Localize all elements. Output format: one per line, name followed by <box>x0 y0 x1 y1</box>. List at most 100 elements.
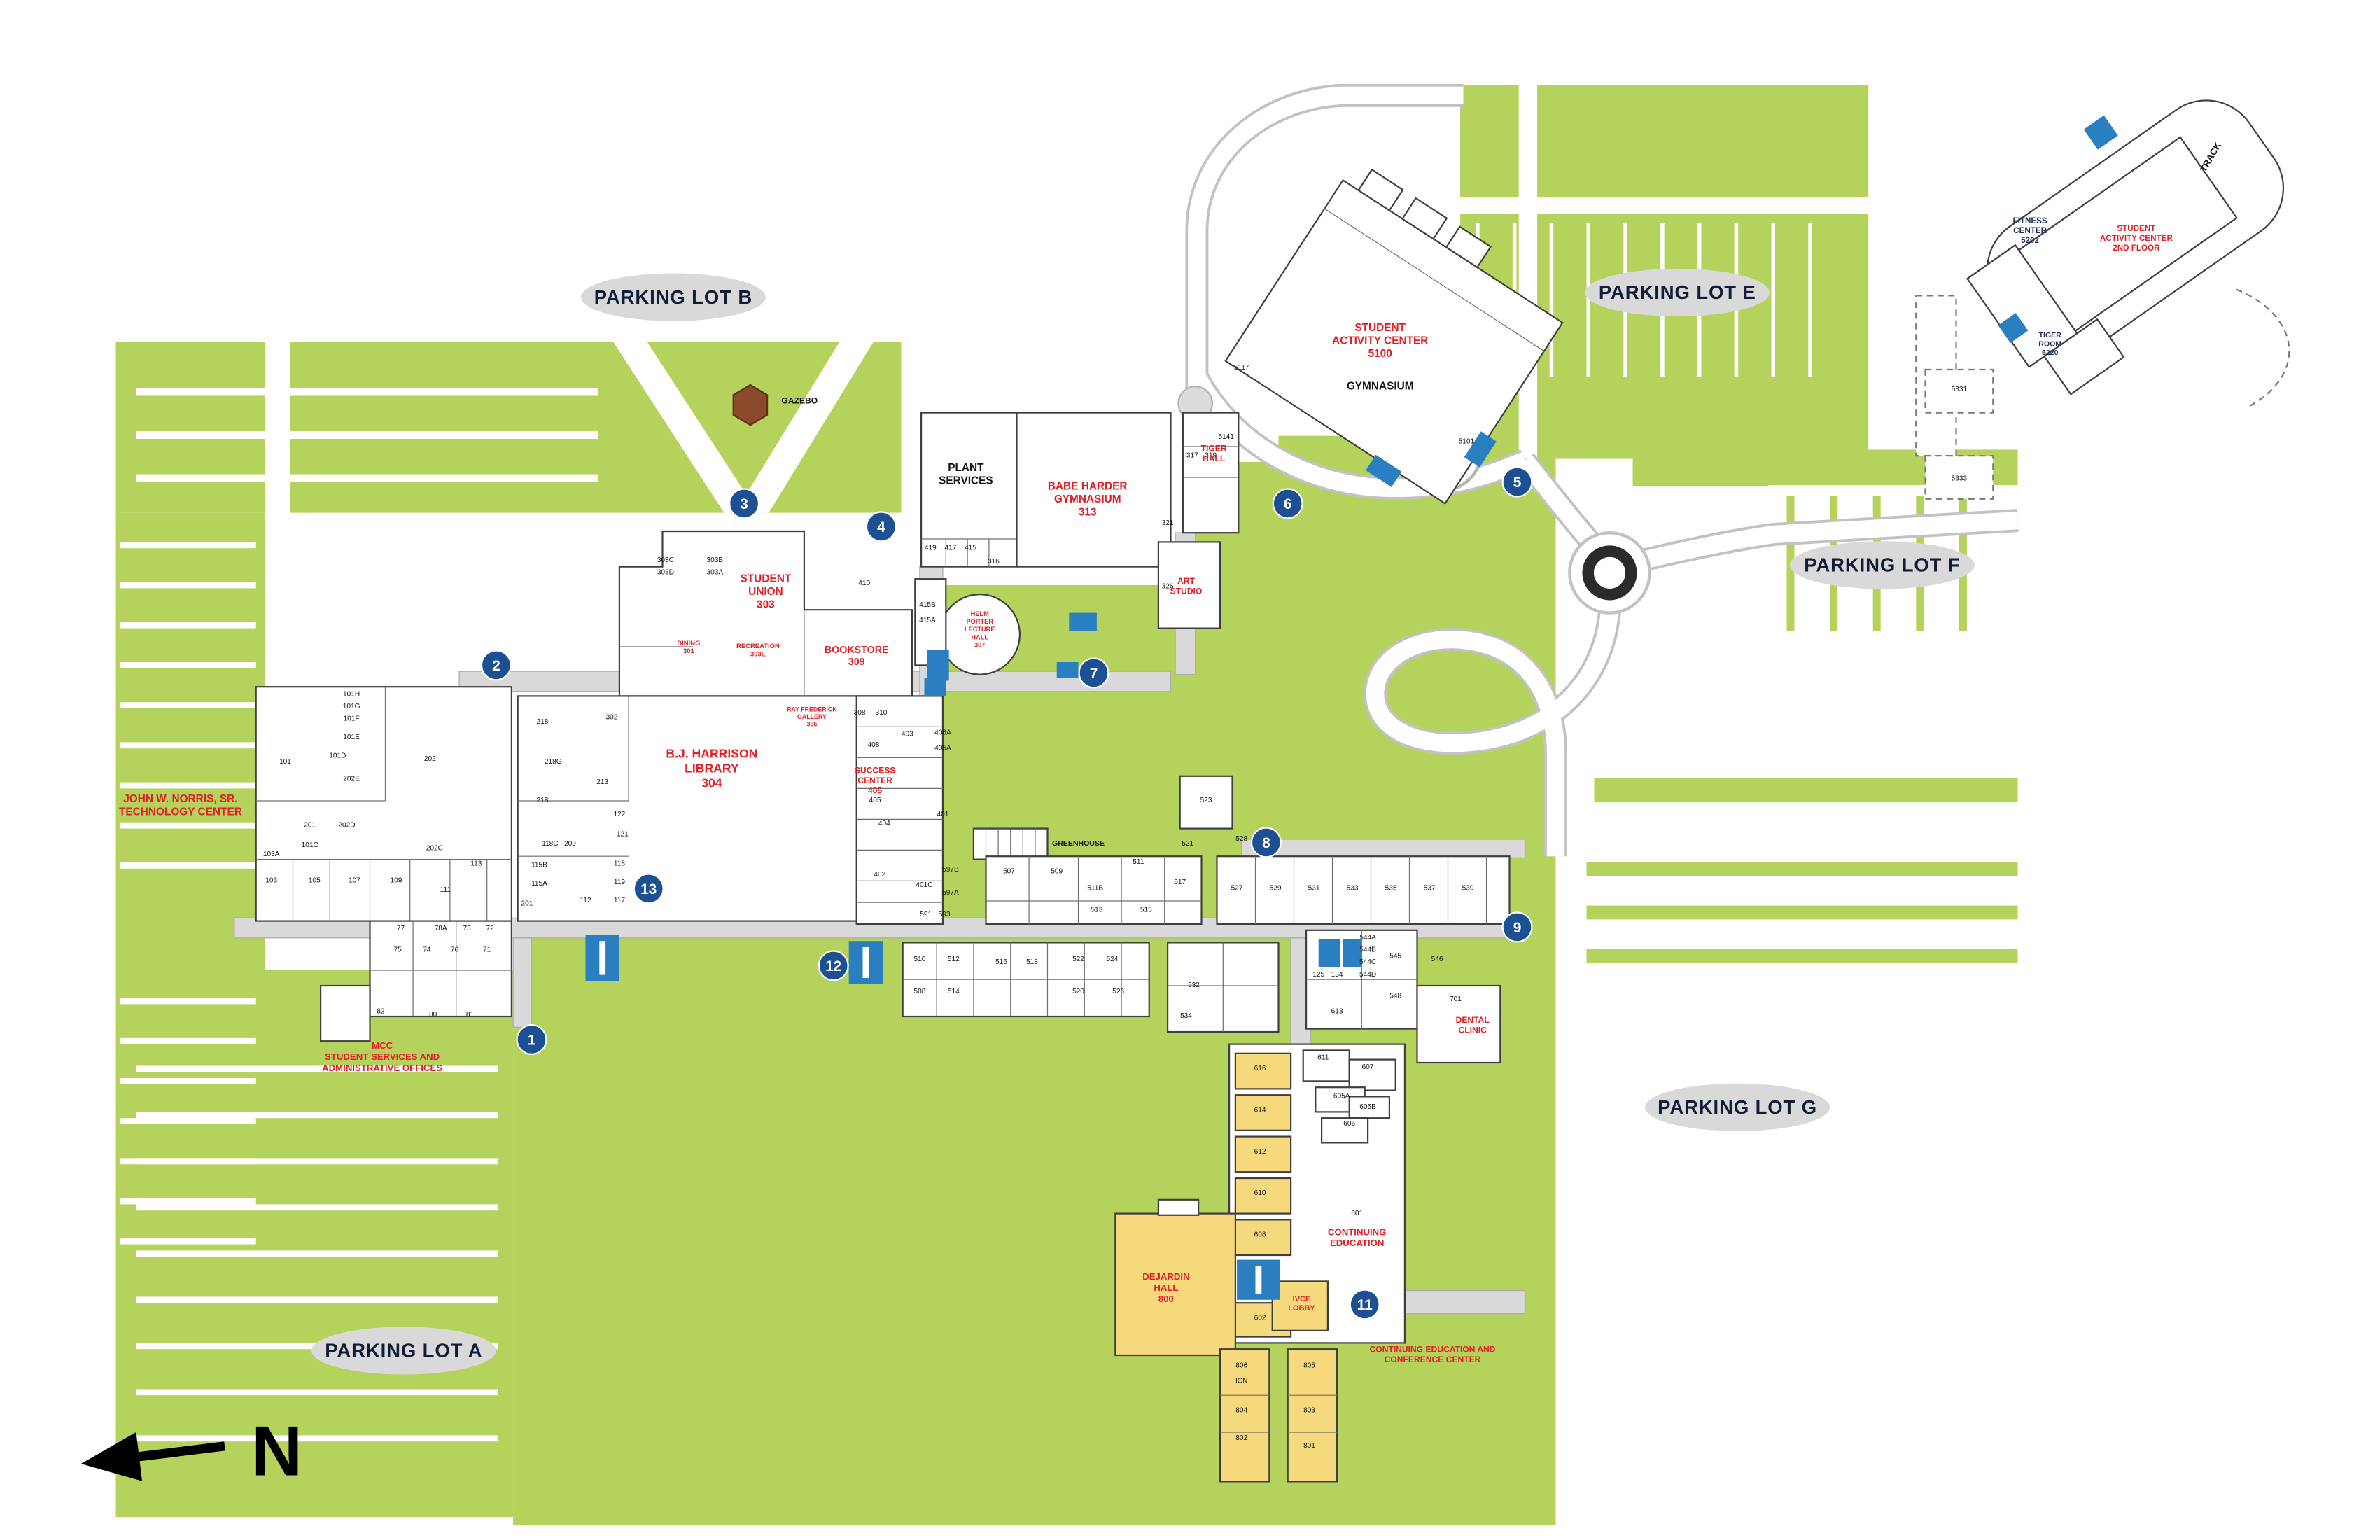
building-label: GREENHOUSE <box>1052 839 1105 848</box>
room-number: 597A <box>942 889 959 897</box>
room-number: 512 <box>948 955 960 963</box>
room-number: 401C <box>916 881 932 889</box>
dental-clinic-building <box>1416 984 1502 1064</box>
room-number: 533 <box>1347 885 1359 892</box>
room-number: 75 <box>393 946 402 954</box>
room-number: 107 <box>349 877 360 885</box>
tiger-hall-building <box>1182 412 1240 534</box>
room-number: 602 <box>1254 1314 1266 1322</box>
buildings <box>255 168 1564 1483</box>
room-number: 527 <box>1231 885 1243 892</box>
room-number: 608 <box>1254 1231 1266 1239</box>
room-number: 801 <box>1303 1442 1315 1450</box>
parking-lot-badge: PARKING LOT B <box>580 273 766 321</box>
map-marker-4: 4 <box>865 511 897 542</box>
map-marker-1: 1 <box>516 1024 547 1056</box>
room-number: 5141 <box>1218 433 1234 441</box>
room-number: 119 <box>614 878 625 886</box>
room-number: 101F <box>344 715 360 723</box>
room-number: 610 <box>1254 1189 1266 1197</box>
room-number: 103 <box>265 877 277 885</box>
room-number: 101H <box>343 690 360 698</box>
room-number: 201 <box>521 900 533 908</box>
map-marker-3: 3 <box>729 488 760 519</box>
room-number: 528 <box>1236 835 1247 843</box>
room-number: 544C <box>1359 958 1376 966</box>
room-number: 803 <box>1303 1406 1315 1414</box>
plant-services-building <box>920 412 1018 568</box>
svg-text:11: 11 <box>1357 1297 1373 1313</box>
map-marker-7: 7 <box>1078 657 1110 689</box>
room-number: 524 <box>1106 955 1118 963</box>
room-number: 510 <box>913 955 925 963</box>
room-number: 402 <box>874 871 886 878</box>
svg-text:4: 4 <box>877 519 886 536</box>
room-number: 410 <box>858 580 870 587</box>
room-number: 404 <box>878 820 890 827</box>
room-number: 109 <box>390 877 402 885</box>
room-number: 113 <box>470 860 482 867</box>
room-number: 303C <box>657 556 674 564</box>
room-number: 415B <box>919 601 936 609</box>
labels-layer: 101101H101G101F101E101D202E202202D201101… <box>119 140 2223 1450</box>
parking-lot-badge: PARKING LOT F <box>1789 541 1975 589</box>
ivce-lobby-building <box>1271 1280 1329 1331</box>
map-marker-8: 8 <box>1250 827 1282 858</box>
room-number: 74 <box>423 946 431 954</box>
room-number: 134 <box>1331 971 1343 979</box>
room-number: 605B <box>1359 1103 1376 1111</box>
svg-text:12: 12 <box>825 958 841 974</box>
room-number: 319 <box>1205 451 1217 459</box>
room-number: 597B <box>942 866 959 874</box>
room-number: 202E <box>343 775 360 783</box>
room-number: 78A <box>435 925 447 932</box>
room-number: ICN <box>1236 1378 1247 1385</box>
room-number: 405 <box>869 797 881 804</box>
dejardin-hall-building <box>1114 1212 1237 1357</box>
parking-lot-badge: PARKING LOT A <box>311 1326 496 1375</box>
gazebo <box>732 384 769 426</box>
map-marker-5: 5 <box>1502 466 1533 498</box>
room-number: 303D <box>657 569 674 577</box>
room-number: 202C <box>426 844 443 852</box>
room-number: 118 <box>614 860 625 867</box>
room-number: 310 <box>875 709 887 717</box>
room-number: 544A <box>1359 934 1376 941</box>
room-number: 213 <box>596 778 608 786</box>
student-services-building <box>369 920 512 1018</box>
room-number: 121 <box>617 831 629 839</box>
room-number: 118C <box>542 840 558 848</box>
room-number: 545 <box>1390 952 1401 960</box>
svg-text:6: 6 <box>1284 496 1292 512</box>
room-number: 516 <box>995 958 1007 966</box>
building-label: JOHN W. NORRIS, SR.TECHNOLOGY CENTER <box>119 793 242 818</box>
room-number: 806 <box>1236 1362 1247 1370</box>
north-label: N <box>251 1412 302 1491</box>
room-number: 518 <box>1026 958 1038 966</box>
room-number: 406A <box>934 729 951 736</box>
room-number: 71 <box>483 946 491 954</box>
svg-text:PARKING LOT G: PARKING LOT G <box>1658 1096 1817 1118</box>
room-number: 546 <box>1432 955 1443 963</box>
room-number: 101G <box>343 703 360 710</box>
room-number: 321 <box>1162 519 1174 527</box>
building-label: GYMNASIUM <box>1347 381 1414 393</box>
room-number: 802 <box>1236 1434 1247 1442</box>
room-number: 408 <box>867 741 879 749</box>
room-number: 531 <box>1308 885 1320 892</box>
room-number: 591 <box>920 911 932 918</box>
room-number: 202D <box>338 821 355 829</box>
room-number: 805 <box>1303 1362 1315 1370</box>
room-number: 517 <box>1174 878 1186 886</box>
room-number: 111 <box>440 886 451 894</box>
